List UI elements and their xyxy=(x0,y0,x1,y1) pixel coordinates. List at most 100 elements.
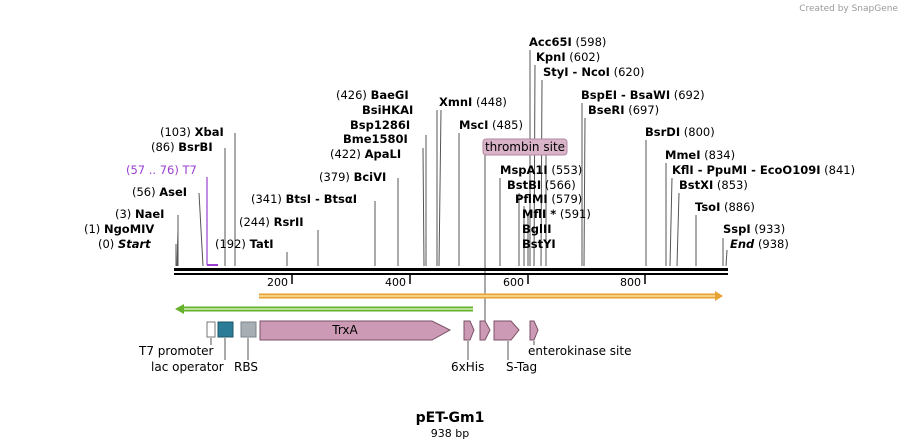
svg-text:SspI (933): SspI (933) xyxy=(723,222,785,236)
site-position: (591) xyxy=(560,207,591,221)
site-name: Bme1580I xyxy=(343,132,408,146)
site-name: StyI - NcoI xyxy=(543,65,610,79)
site-position: (553) xyxy=(551,163,582,177)
site-name: Acc65I xyxy=(529,35,572,49)
site-position: (56) xyxy=(132,185,156,199)
site-position: (579) xyxy=(551,192,582,206)
plasmid-size: 938 bp xyxy=(431,427,469,440)
site-position: (620) xyxy=(614,65,645,79)
svg-text:(56) AseI: (56) AseI xyxy=(132,185,187,199)
svg-text:BspEI - BsaWI (692): BspEI - BsaWI (692) xyxy=(581,88,705,102)
t7-promoter-feature xyxy=(206,321,216,338)
svg-text:(103) XbaI: (103) XbaI xyxy=(160,125,224,139)
site-name: MflI * xyxy=(522,207,556,221)
site-name: BsrBI xyxy=(178,140,212,154)
orange-feature-arrow xyxy=(259,291,723,301)
svg-text:End (938): End (938) xyxy=(730,237,789,251)
ruler-tick-label: 600 xyxy=(503,276,524,289)
site-position: (448) xyxy=(476,95,507,109)
site-position: (341) xyxy=(251,192,282,206)
site-name: BsrDI xyxy=(645,125,680,139)
trxa-label: TrxA xyxy=(331,323,358,337)
site-position: (602) xyxy=(569,50,600,64)
site-position: (422) xyxy=(330,147,361,161)
lac-operator-label: lac operator xyxy=(151,360,224,374)
svg-text:Acc65I (598): Acc65I (598) xyxy=(529,35,606,49)
s-tag-label: S-Tag xyxy=(506,360,537,374)
thrombin-site-label: thrombin site xyxy=(485,140,565,154)
svg-text:BseRI (697): BseRI (697) xyxy=(588,103,659,117)
svg-text:MscI (485): MscI (485) xyxy=(459,118,523,132)
site-name: BglII xyxy=(522,222,552,236)
svg-text:KpnI (602): KpnI (602) xyxy=(536,50,600,64)
site-name: NgoMIV xyxy=(104,222,154,236)
site-name: End xyxy=(730,237,755,251)
svg-text:(426) BaeGI: (426) BaeGI xyxy=(336,88,409,102)
site-position: (244) xyxy=(239,215,270,229)
svg-text:(244) RsrII: (244) RsrII xyxy=(239,215,304,229)
site-position: (886) xyxy=(724,200,755,214)
svg-text:XmnI (448): XmnI (448) xyxy=(439,95,507,109)
svg-text:MflI * (591): MflI * (591) xyxy=(522,207,591,221)
site-position: (834) xyxy=(704,148,735,162)
restriction-sites: (0) Start (1) NgoMIV (3) NaeI (56) AseI … xyxy=(84,35,855,251)
site-name: Start xyxy=(118,237,151,251)
backbone-bottom-strand xyxy=(174,273,728,275)
site-name: MspA1I xyxy=(500,163,548,177)
site-position: (566) xyxy=(545,178,576,192)
site-position: (485) xyxy=(492,118,523,132)
site-name: NaeI xyxy=(135,207,164,221)
site-position: (3) xyxy=(115,207,131,221)
ruler: 200 400 600 800 xyxy=(267,275,646,289)
enterokinase-feature xyxy=(529,320,539,341)
site-position: (800) xyxy=(684,125,715,139)
svg-text:(379) BciVI: (379) BciVI xyxy=(319,170,386,184)
site-position: (598) xyxy=(575,35,606,49)
site-position: (86) xyxy=(151,140,175,154)
site-position: (379) xyxy=(319,170,350,184)
site-name: BstXI xyxy=(679,178,713,192)
thrombin-site-box xyxy=(482,138,568,156)
site-position: (938) xyxy=(758,237,789,251)
site-position: (841) xyxy=(824,163,855,177)
feature-connectors xyxy=(210,338,535,360)
plasmid-name: pET-Gm1 xyxy=(416,410,485,426)
site-name: Bsp1286I xyxy=(350,118,410,132)
site-name: RsrII xyxy=(274,215,304,229)
site-name: T7 xyxy=(182,163,197,177)
svg-text:(341) BtsI - BtsαI: (341) BtsI - BtsαI xyxy=(251,192,357,206)
site-name: TsoI xyxy=(695,200,720,214)
6xhis-feature xyxy=(463,320,475,341)
site-name: ApaLI xyxy=(365,147,402,161)
svg-text:PflMI (579): PflMI (579) xyxy=(515,192,582,206)
6xhis-label: 6xHis xyxy=(451,360,484,374)
svg-text:(1) NgoMIV: (1) NgoMIV xyxy=(84,222,154,236)
svg-text:StyI - NcoI (620): StyI - NcoI (620) xyxy=(543,65,645,79)
backbone-top-strand xyxy=(174,268,728,271)
site-position: (697) xyxy=(628,103,659,117)
svg-text:(0) Start: (0) Start xyxy=(98,237,151,251)
green-feature-arrow xyxy=(175,304,473,314)
site-name: PflMI xyxy=(515,192,548,206)
site-lines xyxy=(175,50,728,267)
thrombin-feature xyxy=(479,320,491,341)
svg-text:(3) NaeI: (3) NaeI xyxy=(115,207,164,221)
trxa-cds xyxy=(259,320,452,341)
t7-promoter-label: T7 promoter xyxy=(138,344,214,358)
svg-text:(422) ApaLI: (422) ApaLI xyxy=(330,147,401,161)
site-name: XbaI xyxy=(195,125,224,139)
site-name: BaeGI xyxy=(371,88,409,102)
site-name: MmeI xyxy=(665,148,701,162)
site-position: (933) xyxy=(754,222,785,236)
site-position: (0) xyxy=(98,237,114,251)
svg-text:(192) TatI: (192) TatI xyxy=(215,237,274,251)
site-name: KpnI xyxy=(536,50,566,64)
svg-text:TsoI (886): TsoI (886) xyxy=(695,200,755,214)
site-position: (192) xyxy=(215,237,246,251)
site-name: BtsI - BtsαI xyxy=(286,192,357,206)
svg-text:(57 .. 76) T7: (57 .. 76) T7 xyxy=(126,163,197,177)
site-name: BciVI xyxy=(354,170,387,184)
lac-operator-feature xyxy=(217,321,234,338)
svg-text:(86) BsrBI: (86) BsrBI xyxy=(151,140,213,154)
ruler-tick-label: 400 xyxy=(385,276,406,289)
